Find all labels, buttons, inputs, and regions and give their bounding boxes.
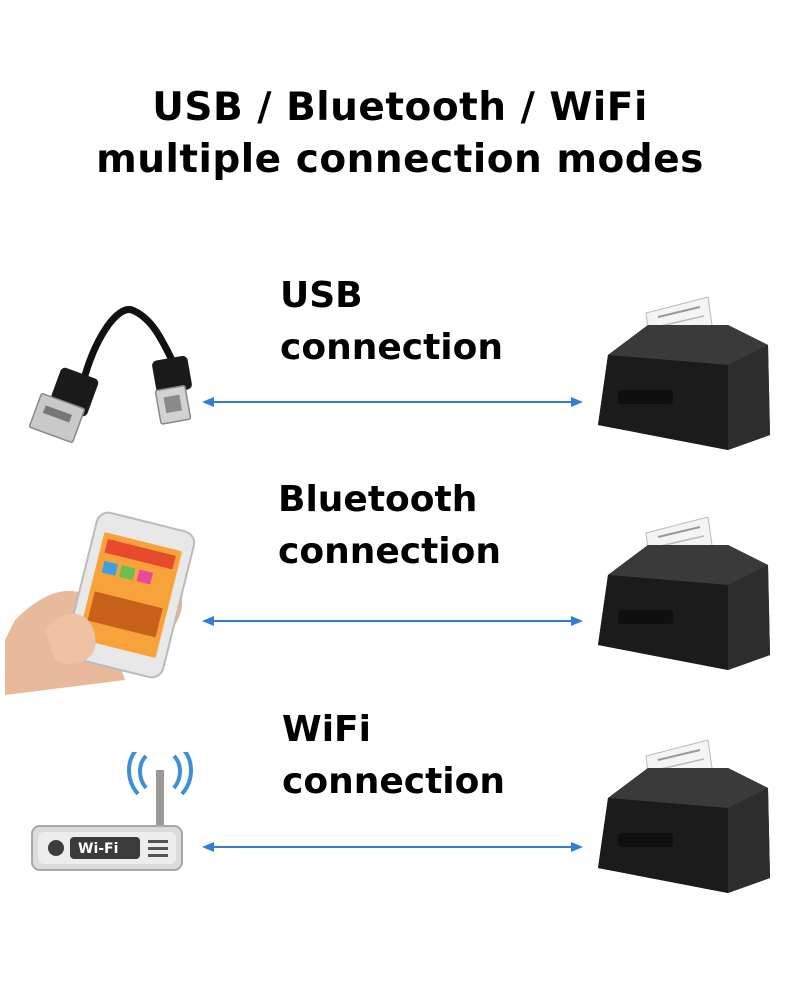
usb-cable-icon	[29, 306, 192, 443]
usb-connection-label: USB connection	[280, 270, 503, 374]
router-badge: Wi-Fi	[78, 841, 118, 857]
headline-line-1: USB / Bluetooth / WiFi	[152, 85, 648, 130]
bluetooth-connection-arrow	[202, 616, 583, 626]
wifi-connection-arrow	[202, 842, 583, 852]
row-subtitle: connection	[280, 327, 503, 368]
wifi-connection-label: WiFi connection	[282, 704, 505, 808]
usb-connection-arrow	[202, 397, 583, 407]
row-subtitle: connection	[282, 761, 505, 802]
wifi-router-icon: Wi-Fi	[31, 752, 193, 871]
row-title: Bluetooth	[278, 479, 478, 520]
thermal-printer-icon	[598, 516, 770, 670]
headline-line-2: multiple connection modes	[96, 137, 704, 182]
smartphone-icon	[5, 511, 196, 695]
row-title: WiFi	[282, 709, 371, 750]
bluetooth-connection-label: Bluetooth connection	[278, 474, 501, 578]
thermal-printer-icon	[598, 739, 770, 893]
row-subtitle: connection	[278, 531, 501, 572]
row-title: USB	[280, 275, 363, 316]
headline: USB / Bluetooth / WiFi multiple connecti…	[0, 82, 800, 186]
thermal-printer-icon	[598, 296, 770, 450]
